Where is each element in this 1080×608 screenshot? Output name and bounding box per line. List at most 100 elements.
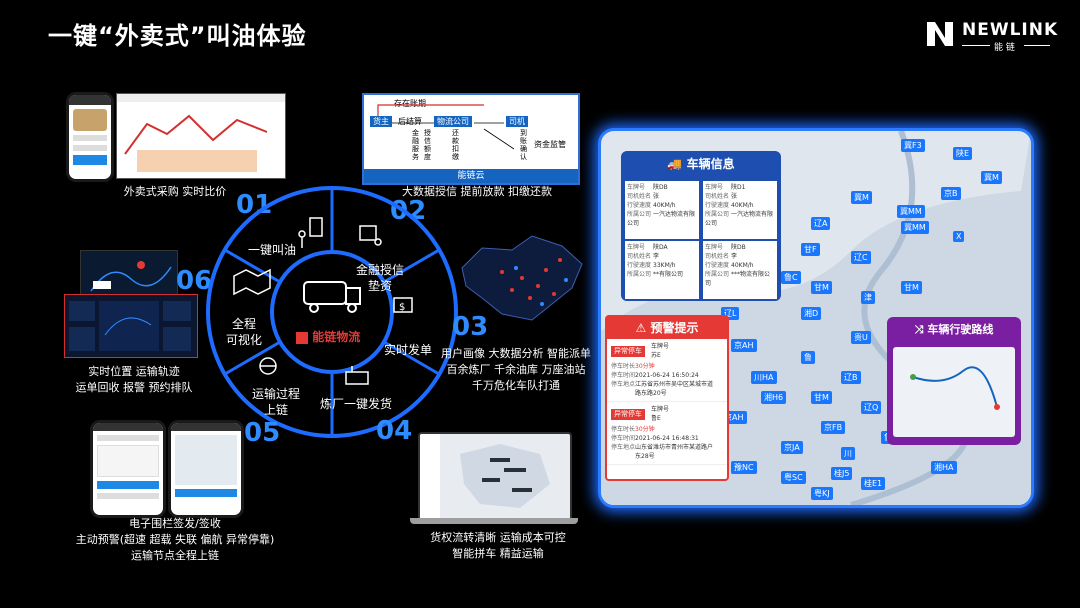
vehicle-plate[interactable]: 辽A (811, 217, 831, 230)
vehicle-info-row: 所属公司一汽达物流有限公司 (627, 211, 696, 227)
vehicle-plate[interactable]: 桂J5 (831, 467, 853, 480)
factory-icon (345, 366, 369, 385)
tanker-truck-icon (303, 281, 361, 313)
vehicle-plate[interactable]: 粤KJ (811, 487, 833, 500)
vehicle-plate[interactable]: 鲁 (801, 351, 815, 364)
vehicle-plate[interactable]: 京JA (781, 441, 803, 454)
vertical-label-confirm: 到账确认 (520, 129, 527, 161)
vehicle-plate[interactable]: X (953, 231, 965, 242)
alert-plate: 车牌号 苏E (651, 343, 670, 359)
route-card: ⤨ 车辆行驶路线 (887, 317, 1021, 445)
vehicle-plate[interactable]: 冀MM (901, 221, 929, 234)
vehicle-plate[interactable]: 甘M (811, 281, 832, 294)
monitoring-dashboard-screenshot (64, 294, 198, 358)
warning-icon: ⚠ (635, 321, 647, 335)
alert-header: ⚠ 预警提示 (607, 317, 727, 339)
vehicle-plate[interactable]: 湘H6 (761, 391, 787, 404)
vehicle-info-header: 🚚 车辆信息 (667, 157, 735, 171)
dollar-screen-icon: $ (393, 297, 413, 313)
china-heat-map (442, 228, 592, 328)
vehicle-plate[interactable]: 冀M (851, 191, 872, 204)
vehicle-plate[interactable]: 冀M (981, 171, 1002, 184)
vehicle-plate[interactable]: 津 (861, 291, 875, 304)
vehicle-info-row: 司机姓名张 (705, 193, 738, 200)
vertical-label-repay: 还款扣缴 (452, 129, 459, 161)
section-02-caption: 大数据授信 提前放款 扣缴还款 (402, 185, 552, 198)
section-04-caption: 货权流转清晰 运输成本可控 智能拼车 精益运输 (430, 531, 566, 560)
vehicle-plate[interactable]: 京B (941, 187, 961, 200)
wheel-segment-oil-order: 一键叫油 (248, 243, 297, 257)
logo-word: NEWLINK (962, 20, 1059, 40)
route-mini-map (893, 347, 1015, 437)
section-03-caption: 用户画像 大数据分析 智能派单 百余炼厂 千余油库 万座油站 千万危化车队打通 (441, 347, 591, 392)
vehicle-plate[interactable]: 鲁C (781, 271, 801, 284)
vehicle-plate[interactable]: 辽C (851, 251, 871, 264)
price-compare-chart-screenshot (116, 93, 286, 179)
vertical-label-finance: 金融服务 (412, 129, 419, 161)
wheel-segment-credit: 金融授信 垫资 (356, 263, 405, 293)
person-icon (298, 217, 323, 248)
laptop-screenshot (410, 432, 578, 528)
vehicle-plate[interactable]: 甘F (801, 243, 820, 256)
node-settle: 后结算 (398, 117, 422, 126)
fund-supervision: 资金监管 (534, 140, 566, 149)
alert-plate: 车牌号 鲁E (651, 406, 670, 422)
wheel-segment-refinery: 炼厂一键发货 (320, 397, 393, 411)
vehicle-info-row: 所属公司***物流有限公司 (705, 271, 771, 287)
logo-sub: 能 链 (994, 43, 1015, 53)
vehicle-plate[interactable]: 湘HA (931, 461, 957, 474)
vehicle-plate[interactable]: 陕E (953, 147, 973, 160)
newlink-logo: NEWLINK 能 链 (924, 18, 1057, 54)
vehicle-plate[interactable]: 冀F3 (901, 139, 925, 152)
vehicle-plate[interactable]: 豫NC (731, 461, 757, 474)
diagram-top-label: 存在账期 (394, 99, 426, 108)
vehicle-info-row: 车牌号陕DB (627, 184, 668, 191)
brand-mark-icon (296, 331, 308, 344)
section-05-caption: 电子围栏签发/签收 主动预警(超速 超载 失联 偏航 异常停靠) 运输节点全程上… (75, 517, 275, 562)
vehicle-plate[interactable]: 川 (841, 447, 855, 460)
vehicle-plate[interactable]: 湘D (801, 307, 822, 320)
eye-map-icon (233, 268, 271, 296)
vehicle-plate[interactable]: 贵U (851, 331, 871, 344)
vehicle-plate[interactable]: 甘M (901, 281, 922, 294)
vehicle-plate[interactable]: 川HA (751, 371, 777, 384)
service-wheel: $ (206, 186, 458, 438)
center-brand: 能链物流 (296, 328, 360, 345)
vehicle-info-row: 司机姓名李 (705, 253, 738, 260)
vehicle-info-row: 所属公司一汽达物流有限公司 (705, 211, 774, 227)
vehicle-plate[interactable]: 京FB (821, 421, 846, 434)
node-logistics: 物流公司 (434, 116, 472, 127)
vertical-label-credit: 授信额度 (424, 129, 431, 161)
vehicle-info-row: 司机姓名李 (627, 253, 660, 260)
ordering-phone-screenshot (66, 92, 114, 182)
alert-row: 停车地点江苏省苏州市吴中区某城市道路东路20号 (611, 381, 714, 397)
route-header: ⤨ 车辆行驶路线 (914, 323, 994, 336)
vehicle-plate[interactable]: 辽Q (861, 401, 882, 414)
vehicle-info-row: 车牌号陕DA (627, 244, 668, 251)
page-title: 一键“外卖式”叫油体验 (48, 22, 307, 50)
wheel-segment-dispatch: 实时发单 (384, 343, 433, 357)
vehicle-plate[interactable]: 京AH (731, 339, 757, 352)
alert-tag: 异常停车 (611, 345, 645, 357)
alert-row: 停车地点山东省潍坊市青州市某道路户东28号 (611, 444, 714, 460)
vehicle-plate[interactable]: 冀MM (897, 205, 925, 218)
vehicle-plate[interactable]: 桂E1 (861, 477, 886, 490)
alert-row: 停车时间2021-06-24 16:48:31 (611, 435, 699, 442)
wheel-segment-chain: 运输过程 上链 (252, 387, 301, 417)
node-shipper: 货主 (370, 116, 392, 127)
finance-flow-diagram: 存在账期 货主 后结算 物流公司 司机 金融服务 授信额度 还款扣缴 到账确认 … (362, 93, 580, 185)
vehicle-plate[interactable]: 辽B (841, 371, 861, 384)
fence-phone-screenshot-1 (90, 420, 166, 518)
vehicle-plate[interactable]: 甘M (811, 391, 832, 404)
section-01-caption: 外卖式采购 实时比价 (123, 185, 227, 198)
vehicle-plate[interactable]: 粤SC (781, 471, 806, 484)
